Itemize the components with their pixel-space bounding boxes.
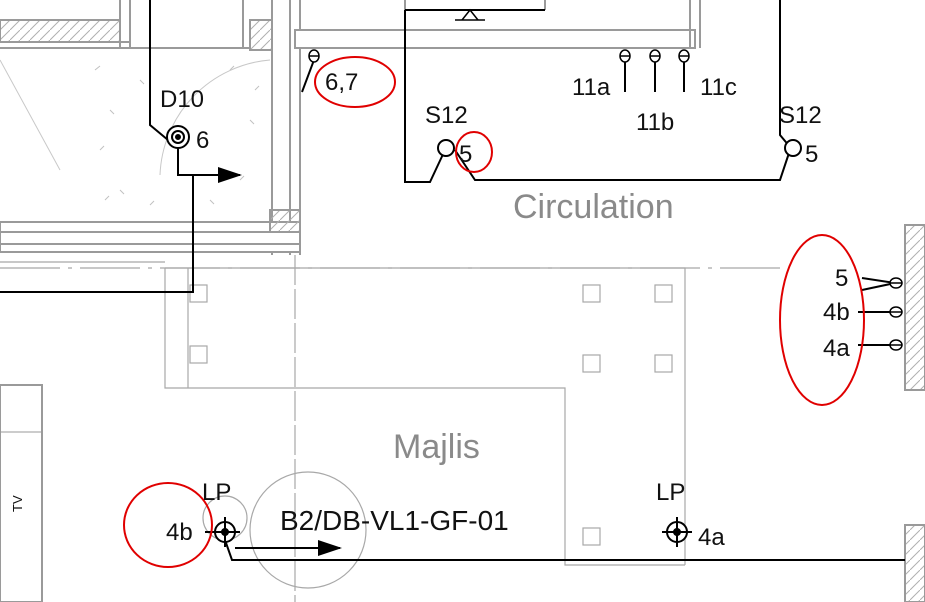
- room-circulation: Circulation: [513, 188, 674, 226]
- markup-circle-lp-4b: [123, 482, 213, 568]
- d10-fixture: [166, 125, 190, 149]
- label-tv: TV: [10, 495, 25, 512]
- label-lp-right-circuit: 4a: [698, 524, 725, 551]
- lp-left-fixture: [210, 517, 240, 547]
- label-11c: 11c: [700, 74, 737, 101]
- markup-circle-wall-points: [779, 234, 865, 406]
- s12-right-fixture: [784, 139, 802, 157]
- markup-circle-6-7: [314, 56, 396, 108]
- label-lp-left-circuit: 4b: [166, 519, 193, 546]
- markup-circle-s12-5: [455, 131, 493, 173]
- floor-texture: [0, 59, 271, 206]
- top-device: [455, 8, 485, 21]
- label-11b: 11b: [636, 109, 674, 136]
- labels: Circulation Majlis D10 6 6,7 S12 5 S12 5…: [10, 69, 850, 551]
- wall-top-left: [0, 19, 121, 43]
- ceiling-outline: [0, 255, 780, 602]
- label-circuit-6-7: 6,7: [325, 69, 358, 96]
- lp-right-fixture: [662, 517, 692, 547]
- tv-unit: [0, 384, 43, 602]
- label-d10-circuit: 6: [196, 127, 209, 154]
- wall-column-top: [249, 19, 273, 51]
- wall-corridor-bottom: [0, 221, 301, 253]
- wall-right-lower: [904, 524, 925, 602]
- label-wall-4a: 4a: [823, 335, 850, 362]
- label-lp-right: LP: [656, 479, 685, 506]
- s12-left-fixture: [437, 139, 455, 157]
- wiring: [0, 0, 905, 561]
- ceiling-points: [308, 49, 903, 351]
- label-s12-right-circuit: 5: [805, 141, 818, 168]
- label-lp-left: LP: [202, 479, 231, 506]
- wall-right-upper: [904, 224, 925, 391]
- label-d10: D10: [160, 86, 204, 113]
- label-wall-4b: 4b: [823, 299, 850, 326]
- label-11a: 11a: [572, 74, 611, 101]
- label-s12-left: S12: [425, 102, 468, 129]
- wall-circulation-top: [294, 29, 696, 49]
- label-panel-ref: B2/DB-VL1-GF-01: [280, 505, 509, 536]
- fixtures: [166, 8, 903, 547]
- review-markups: [123, 56, 865, 568]
- label-wall-5: 5: [835, 265, 848, 292]
- room-majlis: Majlis: [393, 428, 480, 466]
- label-s12-right: S12: [779, 102, 822, 129]
- label-s12-left-circuit: 5: [459, 141, 472, 168]
